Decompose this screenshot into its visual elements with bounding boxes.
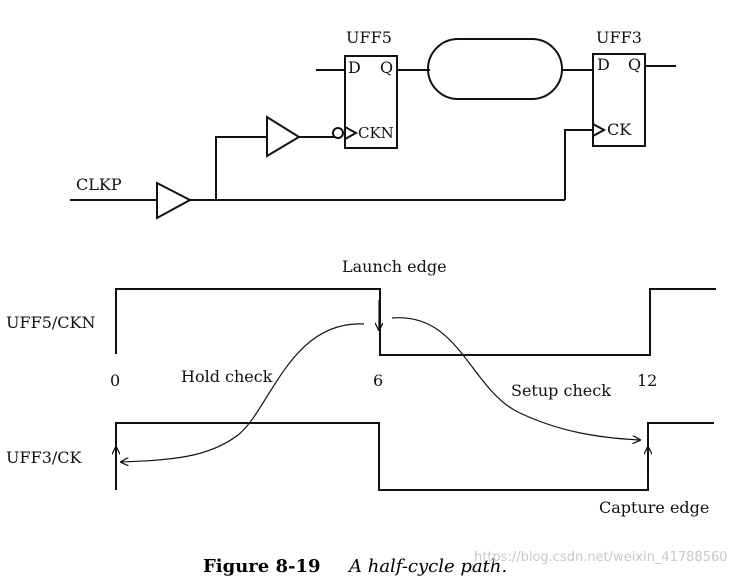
setup-check-curve	[391, 317, 640, 440]
tick-label-6: 6	[373, 371, 383, 390]
tick-label-0: 0	[110, 371, 120, 390]
uff5-pin-d: D	[348, 58, 361, 77]
uff3-clock-triangle-icon	[592, 123, 607, 137]
uff5-name: UFF5	[346, 28, 392, 47]
clkp-label: CLKP	[76, 175, 122, 194]
uff5-ckn-waveform	[115, 288, 716, 356]
signal-label-uff5-ckn: UFF5/CKN	[6, 313, 95, 332]
uff3-box	[592, 53, 646, 147]
inversion-bubble-icon	[332, 127, 344, 139]
uff3-pin-ck: CK	[607, 120, 632, 139]
capture-edge-label: Capture edge	[599, 498, 709, 517]
setup-check-label: Setup check	[511, 381, 611, 400]
uff3-pin-q: Q	[628, 55, 641, 74]
signal-label-uff3-ck: UFF3/CK	[6, 448, 83, 467]
watermark-text: https://blog.csdn.net/weixin_41788560	[474, 550, 728, 565]
launch-edge-label: Launch edge	[342, 257, 447, 276]
clock-buffer-icon	[156, 181, 193, 220]
uff5-pin-q: Q	[380, 58, 393, 77]
uff3-name: UFF3	[596, 28, 642, 47]
figure-number: Figure 8-19	[203, 556, 321, 577]
uff3-clock-wire	[564, 129, 593, 200]
figure-caption: Figure 8-19 A half-cycle path.	[203, 556, 507, 577]
uff3-ck-waveform	[115, 422, 714, 491]
hold-check-label: Hold check	[181, 367, 273, 386]
figure-title: A half-cycle path.	[347, 556, 507, 577]
schematic: CLKP UFF5 D Q CKN UFF3 D Q CK	[70, 28, 676, 220]
clock-buffer2-icon	[266, 115, 301, 158]
clock-branch-wire	[215, 136, 267, 200]
uff5-box	[344, 55, 398, 149]
uff5-clock-triangle-icon	[344, 126, 359, 140]
tick-label-12: 12	[637, 371, 657, 390]
waveforms: Launch edge UFF5/CKN 0 6 12 Hold check S…	[6, 257, 716, 517]
uff5-pin-ckn: CKN	[358, 124, 394, 142]
uff3-pin-d: D	[597, 55, 610, 74]
hold-check-curve	[121, 323, 365, 462]
combinational-logic-block	[427, 38, 563, 100]
